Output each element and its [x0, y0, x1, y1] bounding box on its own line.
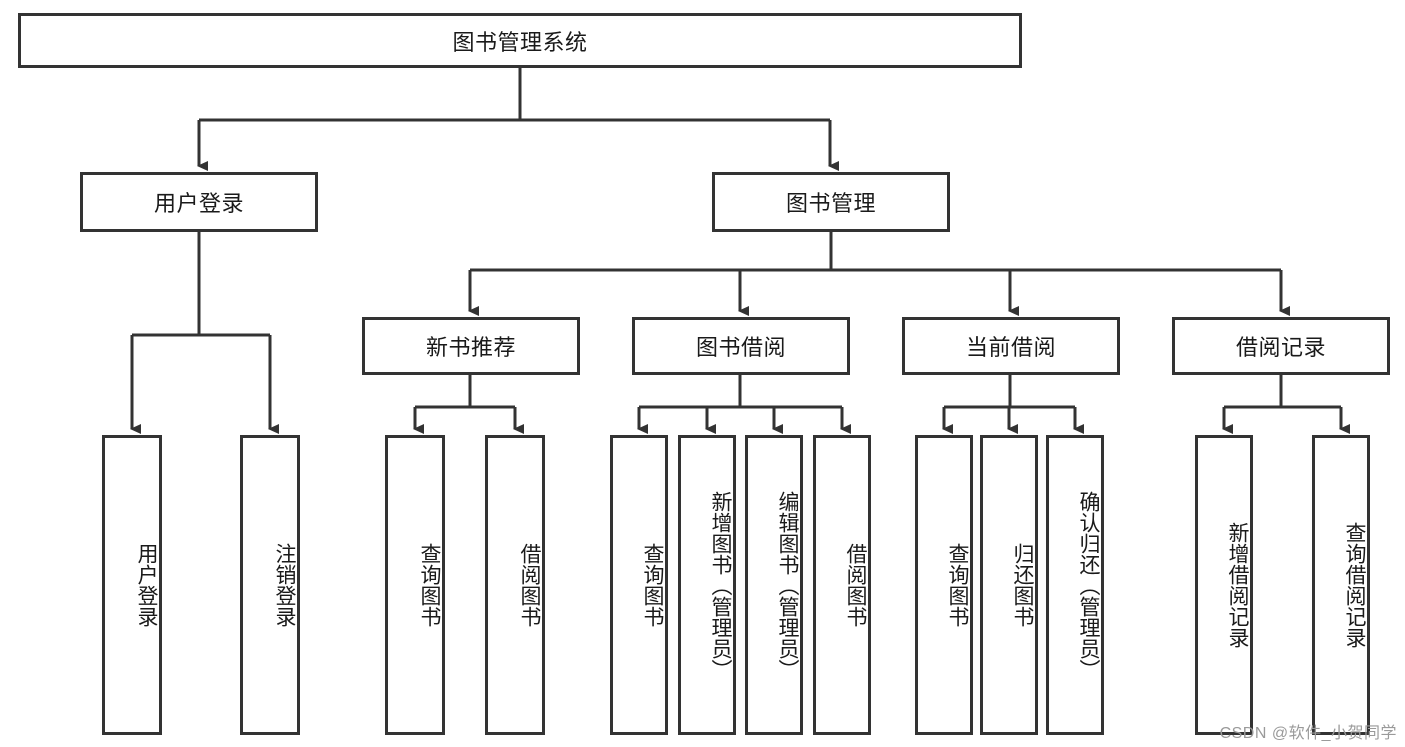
node-leaf-add-borrow-record-label: 新增借阅记录	[1226, 522, 1249, 648]
node-current-borrow[interactable]: 当前借阅	[902, 317, 1120, 375]
node-leaf-edit-book-admin-label: 编辑图书（管理员）	[776, 490, 799, 680]
node-leaf-query-book-current[interactable]: 查询图书	[915, 435, 973, 735]
node-root[interactable]: 图书管理系统	[18, 13, 1022, 68]
node-leaf-confirm-return-admin[interactable]: 确认归还（管理员）	[1046, 435, 1104, 735]
node-leaf-return-book[interactable]: 归还图书	[980, 435, 1038, 735]
node-book-borrow[interactable]: 图书借阅	[632, 317, 850, 375]
edges-bookborrow-leaves	[637, 375, 851, 434]
edges-userlogin-leaves	[130, 232, 279, 434]
node-leaf-query-borrow-record[interactable]: 查询借阅记录	[1312, 435, 1370, 735]
node-root-label: 图书管理系统	[452, 29, 588, 55]
node-borrow-record-label: 借阅记录	[1235, 335, 1326, 360]
node-leaf-return-book-label: 归还图书	[1011, 543, 1034, 627]
edges-borrowrecord-leaves	[1222, 375, 1350, 434]
node-new-book-recommend[interactable]: 新书推荐	[362, 317, 580, 375]
node-leaf-query-book-rec[interactable]: 查询图书	[385, 435, 445, 735]
node-leaf-logout-label: 注销登录	[273, 543, 296, 627]
node-leaf-add-borrow-record[interactable]: 新增借阅记录	[1195, 435, 1253, 735]
node-leaf-query-book-rec-label: 查询图书	[418, 543, 441, 627]
node-user-login[interactable]: 用户登录	[80, 172, 318, 232]
node-leaf-borrow-book[interactable]: 借阅图书	[813, 435, 871, 735]
node-current-borrow-label: 当前借阅	[965, 335, 1056, 360]
node-leaf-borrow-book-label: 借阅图书	[844, 543, 867, 627]
node-leaf-borrow-book-rec-label: 借阅图书	[518, 543, 541, 627]
node-leaf-query-book-borrow-label: 查询图书	[641, 543, 664, 627]
node-leaf-query-borrow-record-label: 查询借阅记录	[1343, 522, 1366, 648]
node-borrow-record[interactable]: 借阅记录	[1172, 317, 1390, 375]
edges-root-level2	[197, 68, 839, 171]
node-leaf-add-book-admin[interactable]: 新增图书（管理员）	[678, 435, 736, 735]
node-leaf-confirm-return-admin-label: 确认归还（管理员）	[1077, 490, 1100, 680]
node-leaf-borrow-book-rec[interactable]: 借阅图书	[485, 435, 545, 735]
node-book-borrow-label: 图书借阅	[695, 335, 786, 360]
node-leaf-edit-book-admin[interactable]: 编辑图书（管理员）	[745, 435, 803, 735]
watermark-text: CSDN @软件_小贺同学	[1219, 725, 1397, 742]
edges-currentborrow-leaves	[942, 375, 1084, 434]
node-leaf-query-book-borrow[interactable]: 查询图书	[610, 435, 668, 735]
node-leaf-query-book-current-label: 查询图书	[946, 543, 969, 627]
edges-bookmgmt-level3	[468, 232, 1290, 316]
node-book-management-label: 图书管理	[785, 191, 876, 216]
node-book-management[interactable]: 图书管理	[712, 172, 950, 232]
node-user-login-label: 用户登录	[153, 191, 244, 216]
edges-newbook-leaves	[413, 375, 524, 434]
node-leaf-user-login[interactable]: 用户登录	[102, 435, 162, 735]
node-leaf-logout[interactable]: 注销登录	[240, 435, 300, 735]
node-leaf-add-book-admin-label: 新增图书（管理员）	[709, 490, 732, 680]
node-leaf-user-login-label: 用户登录	[135, 543, 158, 627]
node-new-book-recommend-label: 新书推荐	[425, 335, 516, 360]
